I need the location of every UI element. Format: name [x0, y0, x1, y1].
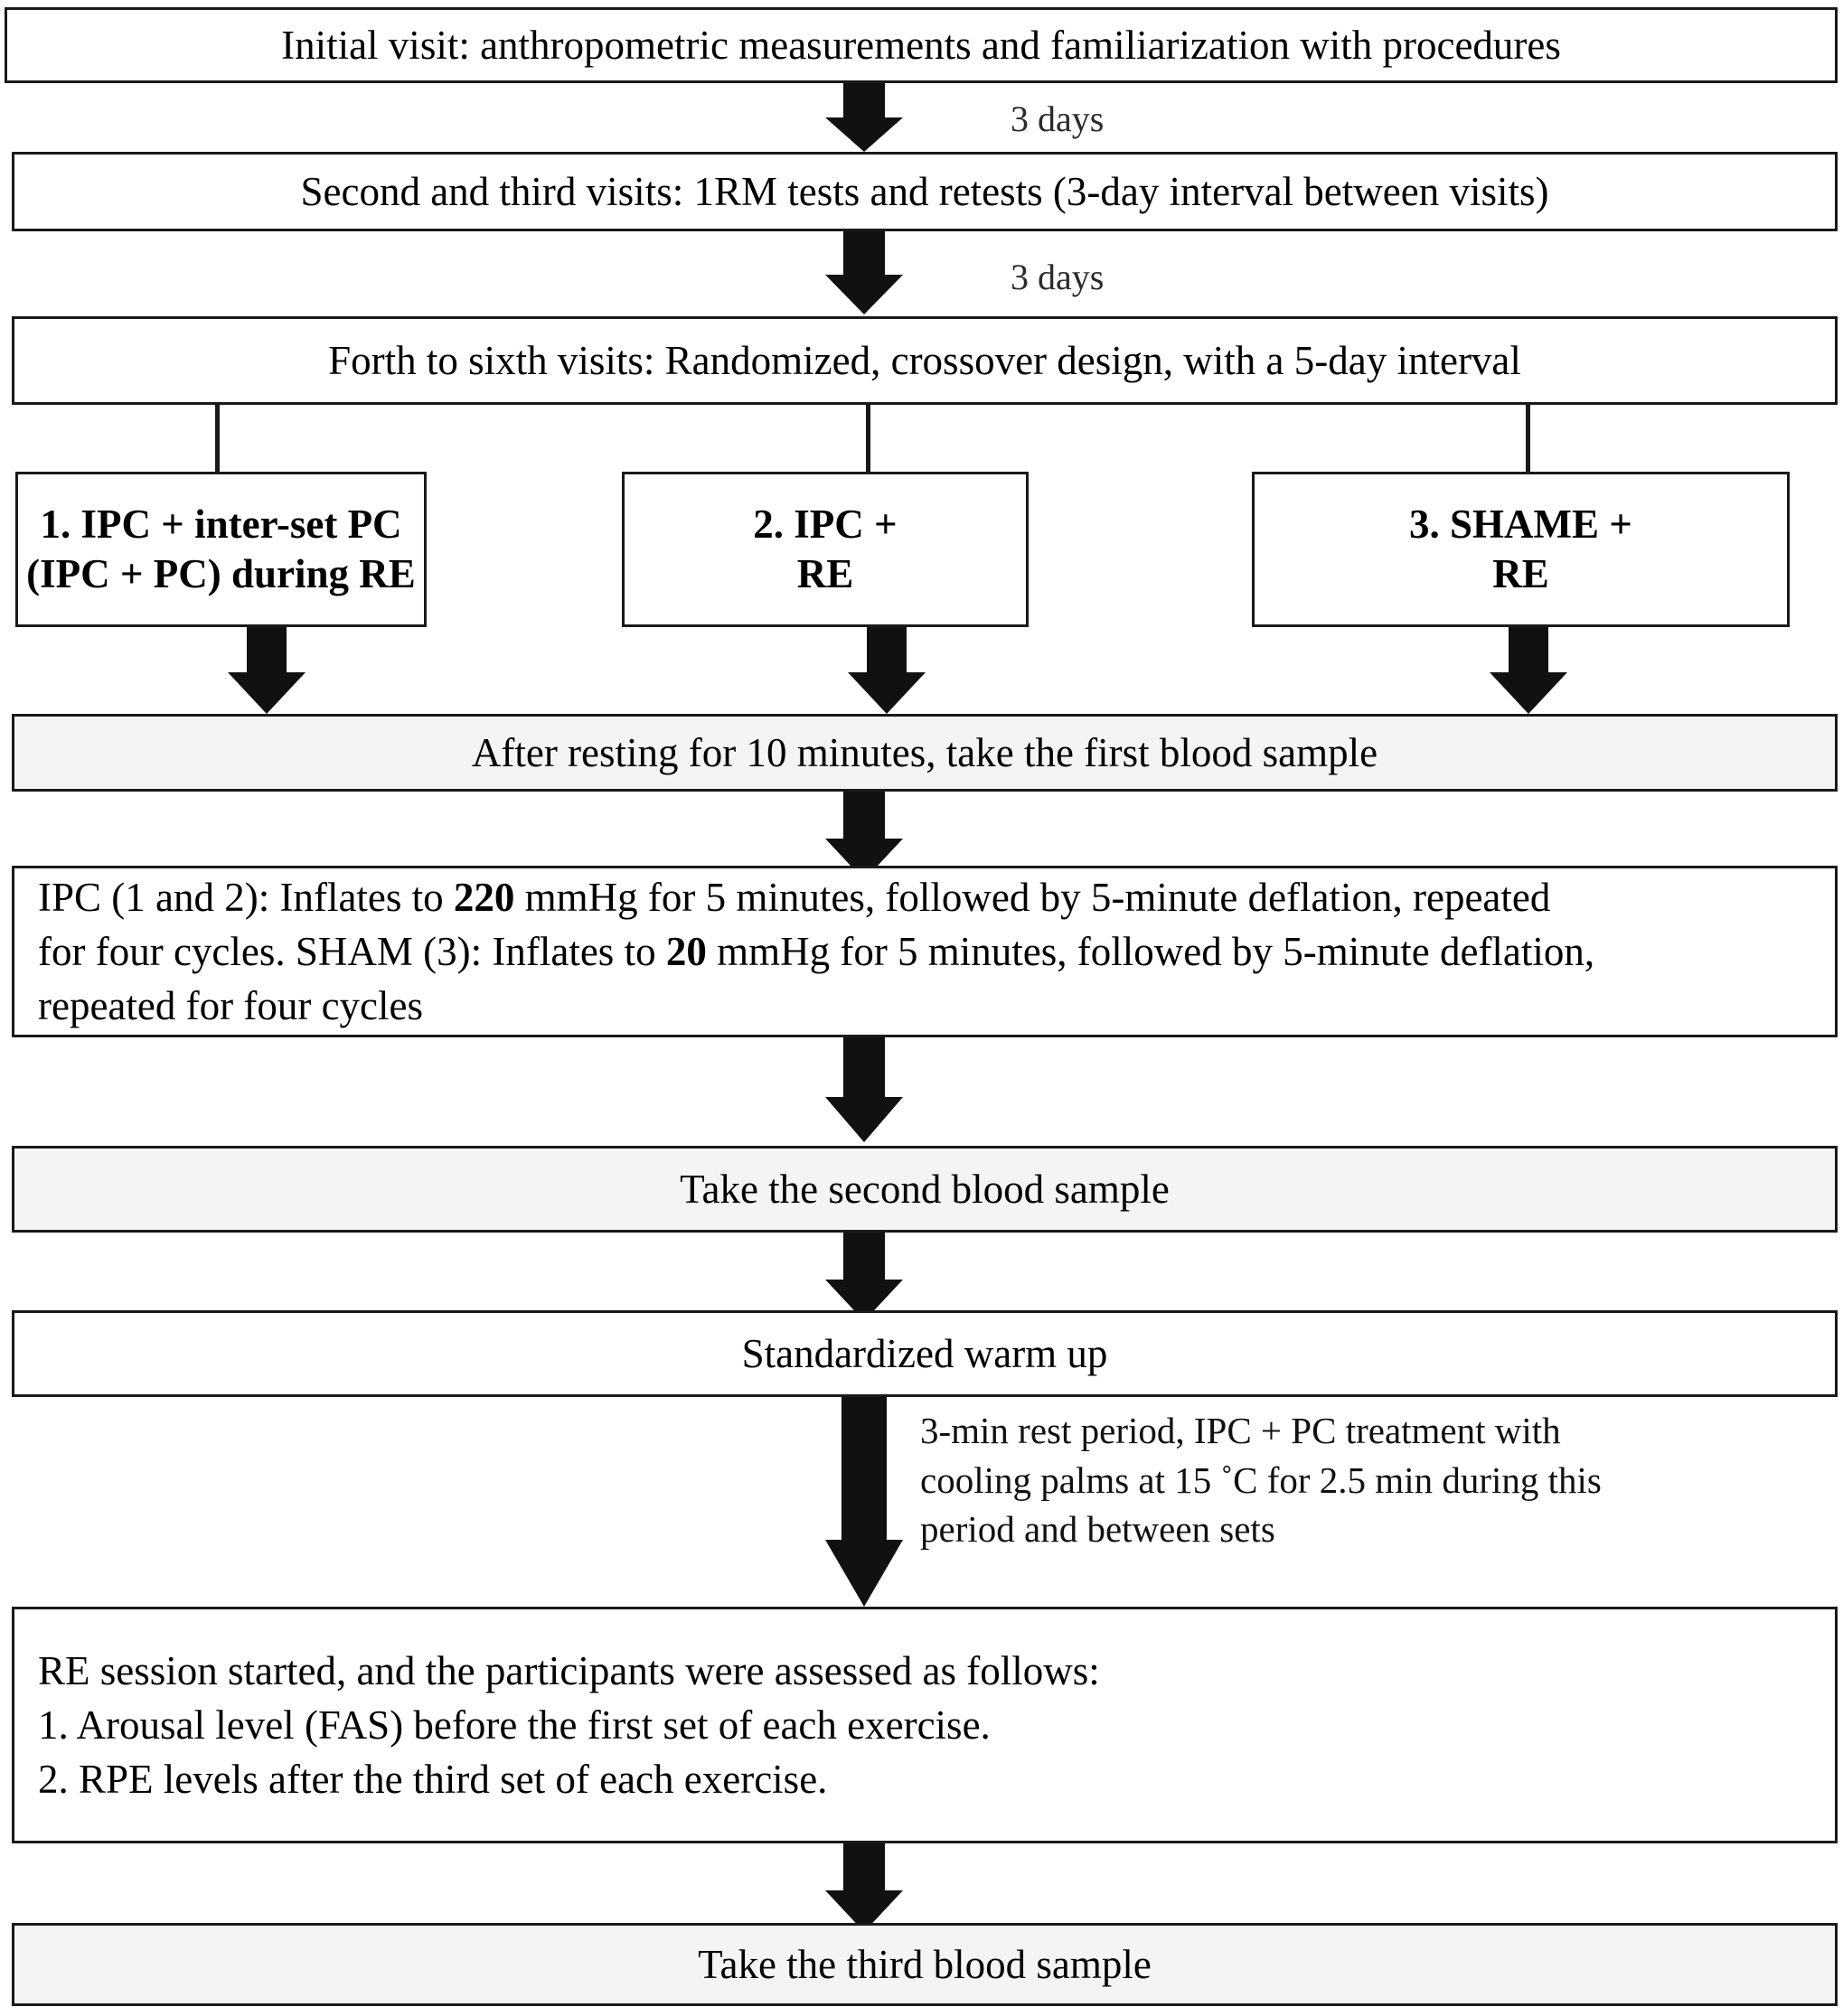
annotation-rest-period: 3-min rest period, IPC + PC treatment wi…	[920, 1406, 1824, 1554]
annotation-rest-period-line-1: 3-min rest period, IPC + PC treatment wi…	[920, 1410, 1561, 1451]
node-re-session-line-1: RE session started, and the participants…	[38, 1647, 1100, 1693]
arrow-initial-to-second	[825, 83, 903, 152]
node-cuff-protocol: IPC (1 and 2): Inflates to 220 mmHg for …	[12, 866, 1838, 1037]
connector-branch-3	[1526, 405, 1530, 474]
node-re-session-text: RE session started, and the participants…	[38, 1644, 1811, 1807]
node-arm-1-line-1: 1. IPC + inter-set PC	[40, 502, 402, 548]
node-arm-1-text: 1. IPC + inter-set PC (IPC + PC) during …	[18, 500, 424, 599]
node-cuff-protocol-line-1: IPC (1 and 2): Inflates to 220 mmHg for …	[38, 870, 1811, 924]
node-re-session-line-3: 2. RPE levels after the third set of eac…	[38, 1757, 828, 1803]
arrow-arm-2-to-first-blood	[848, 627, 926, 714]
node-first-blood-sample-label: After resting for 10 minutes, take the f…	[471, 729, 1378, 775]
node-second-third-visits: Second and third visits: 1RM tests and r…	[12, 152, 1838, 231]
node-initial-visit: Initial visit: anthropometric measuremen…	[5, 7, 1838, 83]
cuff-protocol-l1-post: mmHg for 5 minutes, followed by 5-minute…	[514, 874, 1551, 920]
node-second-blood-sample-label: Take the second blood sample	[680, 1166, 1170, 1212]
annotation-rest-period-line-2: cooling palms at 15 ˚C for 2.5 min durin…	[920, 1458, 1602, 1501]
arrow-arm-1-to-first-blood	[228, 627, 306, 714]
arrow-re-session-to-third-blood	[825, 1843, 903, 1932]
node-initial-visit-label: Initial visit: anthropometric measuremen…	[281, 22, 1561, 68]
node-arm-1-line-2: (IPC + PC) during RE	[26, 551, 416, 596]
node-second-blood-sample: Take the second blood sample	[12, 1146, 1838, 1233]
node-re-session-line-2: 1. Arousal level (FAS) before the first …	[38, 1702, 991, 1748]
node-arm-2: 2. IPC + RE	[622, 472, 1029, 627]
node-arm-3: 3. SHAME + RE	[1252, 472, 1790, 627]
node-cuff-protocol-line-2: for four cycles. SHAM (3): Inflates to 2…	[38, 924, 1811, 979]
node-third-blood-sample-label: Take the third blood sample	[698, 1941, 1152, 1987]
node-second-third-visits-label: Second and third visits: 1RM tests and r…	[300, 168, 1549, 214]
cuff-protocol-l2-pre: for four cycles. SHAM (3): Inflates to	[38, 928, 666, 974]
node-forth-sixth-visits: Forth to sixth visits: Randomized, cross…	[12, 316, 1838, 405]
node-warm-up-label: Standardized warm up	[741, 1330, 1108, 1376]
arrow-cuff-protocol-to-second-blood	[825, 1037, 903, 1144]
node-first-blood-sample: After resting for 10 minutes, take the f…	[12, 714, 1838, 792]
node-warm-up: Standardized warm up	[12, 1310, 1838, 1397]
arrow-second-to-forth	[825, 231, 903, 314]
node-forth-sixth-visits-label: Forth to sixth visits: Randomized, cross…	[328, 337, 1521, 383]
node-arm-3-line-1: 3. SHAME +	[1409, 502, 1632, 548]
cuff-protocol-pressure-ipc: 220	[453, 874, 515, 920]
node-arm-3-line-2: RE	[1492, 551, 1549, 596]
node-arm-2-line-1: 2. IPC +	[753, 502, 898, 548]
node-arm-3-text: 3. SHAME + RE	[1255, 500, 1787, 599]
connector-branch-1	[215, 405, 220, 474]
node-cuff-protocol-line-3: repeated for four cycles	[38, 983, 424, 1029]
arrow-warm-up-to-re-session	[825, 1397, 903, 1608]
cuff-protocol-pressure-sham: 20	[665, 928, 707, 974]
edge-label-interval-1: 3 days	[1011, 98, 1105, 139]
node-third-blood-sample: Take the third blood sample	[12, 1923, 1838, 2006]
node-arm-2-text: 2. IPC + RE	[625, 500, 1026, 599]
arrow-second-blood-to-warm-up	[825, 1233, 903, 1321]
arrow-arm-3-to-first-blood	[1490, 627, 1567, 714]
connector-branch-2	[866, 405, 870, 474]
node-re-session: RE session started, and the participants…	[12, 1607, 1838, 1843]
cuff-protocol-l1-pre: IPC (1 and 2): Inflates to	[38, 874, 454, 920]
annotation-rest-period-line-3: period and between sets	[920, 1508, 1275, 1551]
node-arm-2-line-2: RE	[796, 551, 854, 596]
node-arm-1: 1. IPC + inter-set PC (IPC + PC) during …	[15, 472, 427, 627]
cuff-protocol-l2-post: mmHg for 5 minutes, followed by 5-minute…	[706, 928, 1595, 974]
edge-label-interval-2: 3 days	[1011, 257, 1105, 297]
node-cuff-protocol-text: IPC (1 and 2): Inflates to 220 mmHg for …	[38, 870, 1811, 1034]
